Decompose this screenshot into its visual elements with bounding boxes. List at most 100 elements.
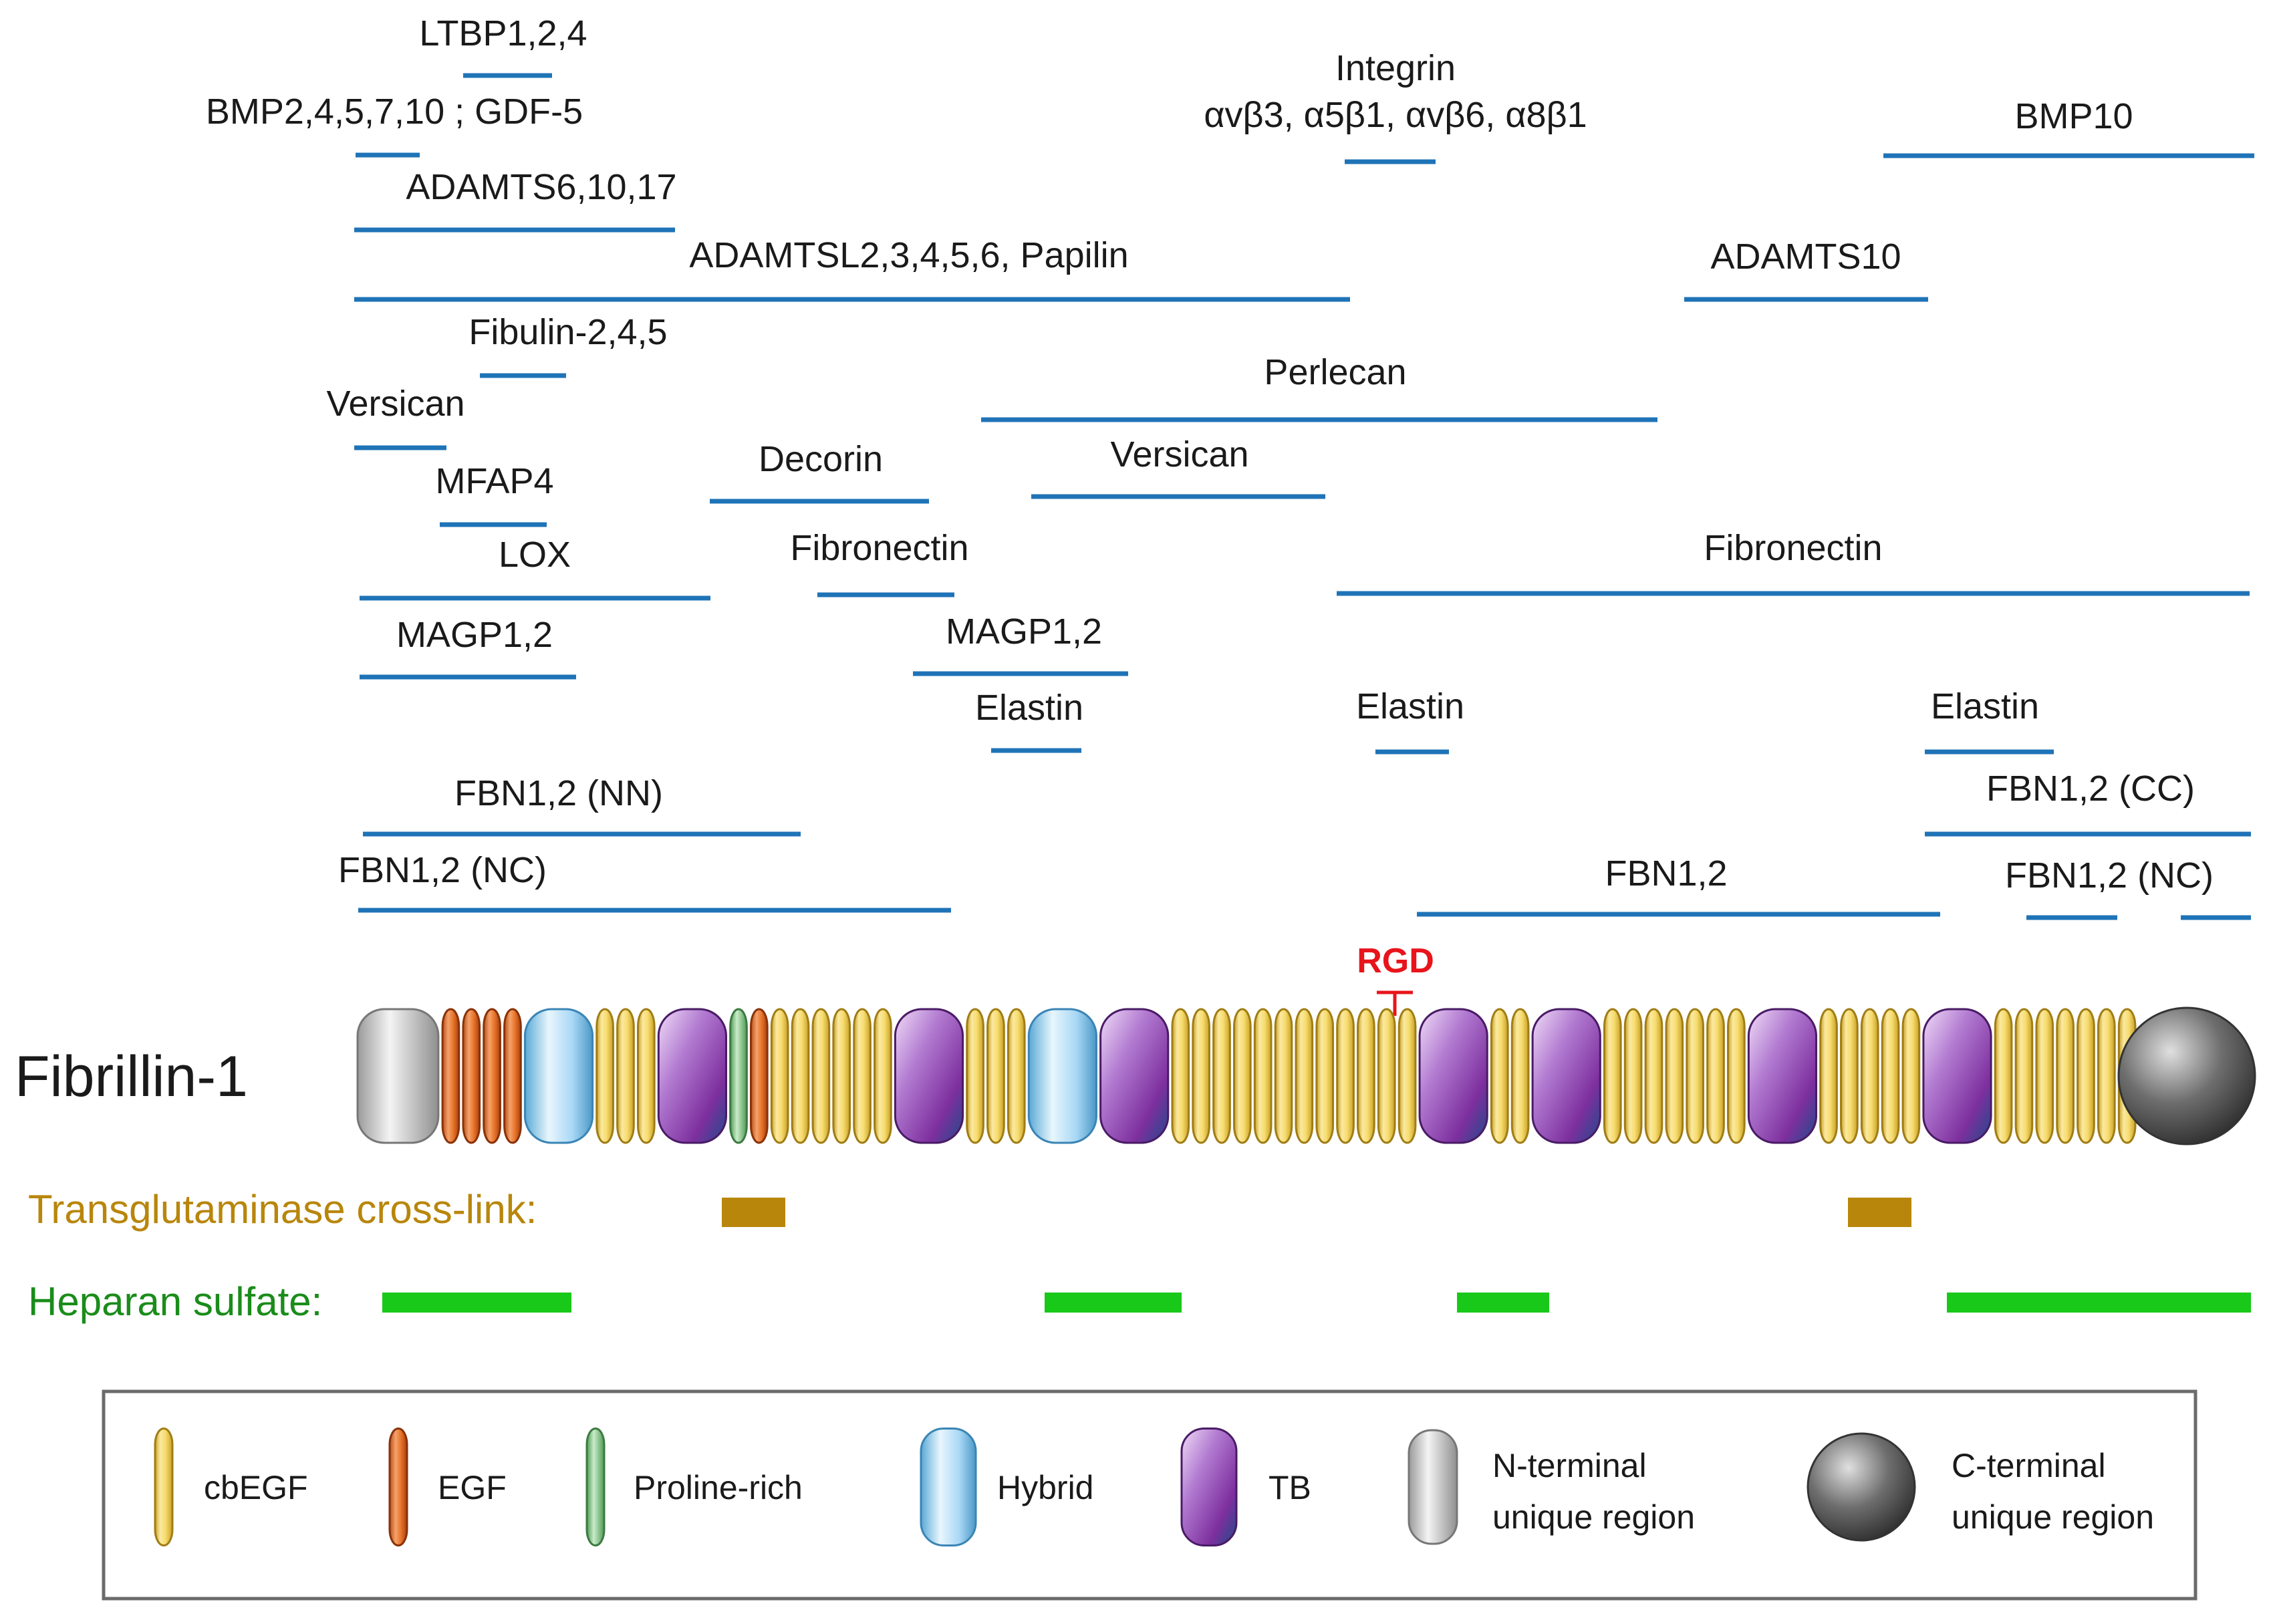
binding-partner-label: FBN1,2	[1605, 853, 1727, 894]
binding-partner: ADAMTS6,10,17	[354, 167, 677, 233]
cbEGF-domain	[2056, 1008, 2075, 1144]
proline-domain	[729, 1008, 748, 1144]
nterm-domain	[356, 1008, 440, 1144]
legend-label-line2: unique region	[1952, 1498, 2154, 1536]
TB-domain	[1418, 1008, 1488, 1144]
cbEGF-domain	[986, 1008, 1005, 1144]
legend-label: TB	[1269, 1469, 1311, 1506]
cbEGF-domain	[1706, 1008, 1725, 1144]
binding-partner: Elastin	[975, 688, 1083, 753]
rgd-marker: RGD	[1357, 942, 1434, 1016]
cbEGF-domain	[1510, 1008, 1530, 1144]
legend-swatch-proline	[585, 1428, 606, 1546]
binding-partner-label: Versican	[326, 384, 464, 424]
cbEGF-domain	[1881, 1008, 1900, 1144]
TB-domain	[1922, 1008, 1992, 1144]
binding-partner: Elastin	[1356, 686, 1464, 755]
EGF-domain	[483, 1008, 501, 1144]
legend-box	[102, 1389, 2197, 1601]
EGF-domain	[503, 1008, 522, 1144]
EGF-domain	[462, 1008, 481, 1144]
cbEGF-domain	[1295, 1008, 1314, 1144]
cbEGF-domain	[2014, 1008, 2034, 1144]
cbEGF-domain	[1232, 1008, 1252, 1144]
binding-partner: Versican	[326, 384, 465, 450]
legend-label: Hybrid	[997, 1469, 1093, 1506]
crosslink-bars	[382, 1198, 2251, 1313]
binding-partner: LTBP1,2,4	[419, 13, 587, 78]
binding-partner: LOX	[360, 535, 710, 601]
EGF-domain	[750, 1008, 769, 1144]
heparan-sulfate-label: Heparan sulfate:	[28, 1279, 322, 1324]
binding-partner: Perlecan	[981, 352, 1657, 422]
binding-partner: Decorin	[710, 439, 929, 504]
binding-partner: BMP10	[1883, 96, 2254, 158]
binding-partner: FBN1,2 (NC)	[338, 850, 951, 913]
binding-partner-label: Elastin	[1356, 686, 1464, 726]
transglutaminase-site	[722, 1198, 785, 1227]
legend-swatch-nterm	[1408, 1429, 1458, 1545]
heparan-sulfate-site	[1457, 1293, 1549, 1313]
binding-partner-label: FBN1,2 (NC)	[338, 850, 547, 890]
TB-domain	[1099, 1008, 1170, 1144]
legend-swatch-cbEGF	[154, 1428, 174, 1546]
legend-label: C-terminal	[1952, 1447, 2106, 1484]
EGF-domain	[441, 1008, 460, 1144]
heparan-sulfate-site	[1045, 1293, 1182, 1313]
legend-swatch-c-terminal	[1807, 1432, 1916, 1542]
cbEGF-domain	[811, 1008, 831, 1144]
TB-domain	[1747, 1008, 1818, 1144]
TB-domain	[1531, 1008, 1601, 1144]
binding-partner-label: Decorin	[759, 439, 883, 479]
cbEGF-domain	[853, 1008, 872, 1144]
fibrillin-1-domain-chain	[356, 1006, 2256, 1145]
c-terminal-domain	[2117, 1006, 2256, 1145]
binding-partner: ADAMTSL2,3,4,5,6, Papilin	[354, 235, 1350, 302]
binding-partner-label: Versican	[1110, 434, 1248, 475]
cbEGF-domain	[2097, 1008, 2116, 1144]
legend-label: cbEGF	[204, 1469, 308, 1506]
heparan-sulfate-site	[1947, 1293, 2251, 1313]
cbEGF-domain	[1840, 1008, 1859, 1144]
transglutaminase-label: Transglutaminase cross-link:	[28, 1187, 537, 1232]
binding-partner-label: ADAMTSL2,3,4,5,6, Papilin	[689, 235, 1128, 275]
binding-partner-label: BMP10	[2014, 96, 2133, 136]
TB-domain	[894, 1008, 964, 1144]
binding-partner: FBN1,2 (CC)	[1925, 769, 2251, 837]
cbEGF-domain	[1007, 1008, 1026, 1144]
cbEGF-domain	[1860, 1008, 1879, 1144]
cbEGF-domain	[1397, 1008, 1417, 1144]
binding-partner-label: BMP2,4,5,7,10 ; GDF-5	[206, 92, 583, 132]
binding-partner-label: MAGP1,2	[946, 612, 1102, 652]
protein-name: Fibrillin-1	[15, 1045, 248, 1109]
binding-partner-label: MAGP1,2	[396, 615, 553, 655]
cbEGF-domain	[1274, 1008, 1293, 1144]
legend-label-line2: unique region	[1492, 1498, 1695, 1536]
binding-partner-label: LTBP1,2,4	[419, 13, 587, 53]
binding-partner-label: FBN1,2 (CC)	[1986, 769, 2195, 809]
legend-item: TB	[1180, 1428, 1311, 1546]
cbEGF-domain	[1212, 1008, 1231, 1144]
legend-swatch-hybrid	[920, 1428, 977, 1546]
cbEGF-domain	[770, 1008, 789, 1144]
cbEGF-domain	[616, 1008, 635, 1144]
cbEGF-domain	[1336, 1008, 1355, 1144]
binding-partner: FBN1,2	[1417, 853, 1940, 917]
legend-item: EGF	[388, 1428, 507, 1546]
legend-label: EGF	[438, 1469, 507, 1506]
binding-partner-label: FBN1,2 (NC)	[2005, 855, 2214, 896]
cbEGF-domain	[874, 1008, 892, 1144]
cbEGF-domain	[1315, 1008, 1335, 1144]
binding-partner: Fibronectin	[1337, 528, 2250, 596]
binding-partner-label: Fibronectin	[1704, 528, 1882, 568]
cbEGF-domain	[1727, 1008, 1746, 1144]
cbEGF-domain	[1665, 1008, 1684, 1144]
binding-partner: BMP2,4,5,7,10 ; GDF-5	[206, 92, 583, 158]
binding-partner-label: Elastin	[975, 688, 1083, 728]
hybrid-domain	[1027, 1008, 1097, 1144]
